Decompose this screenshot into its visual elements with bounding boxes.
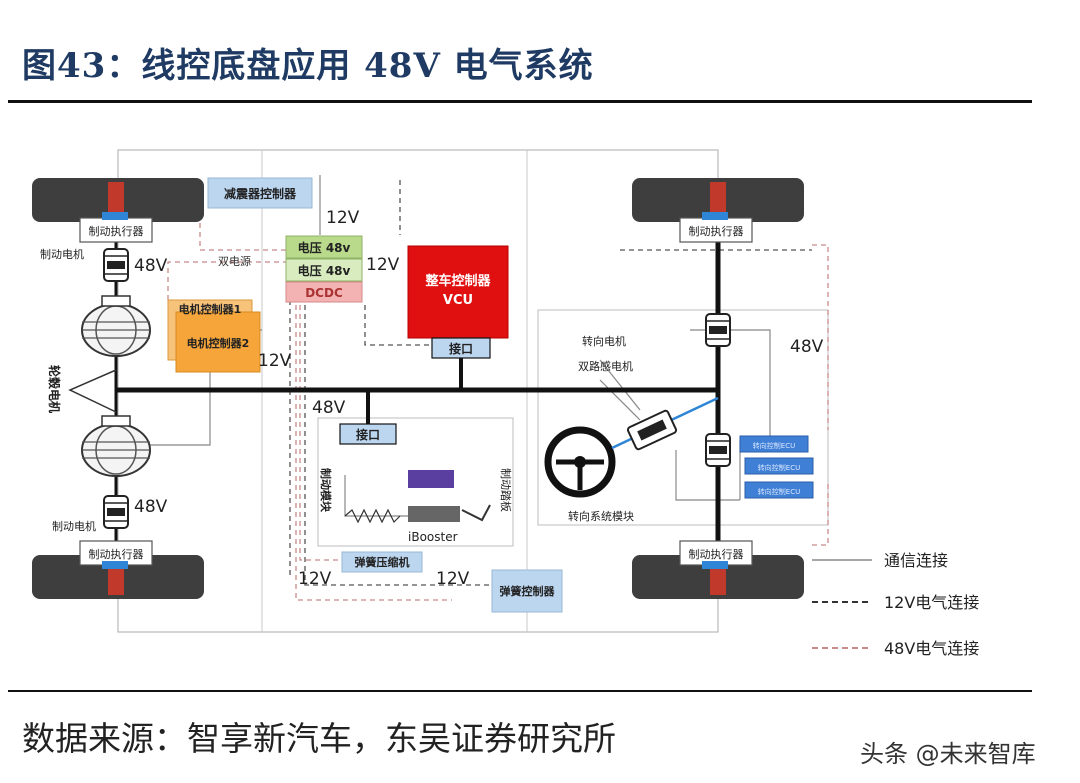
volt48-a-label: 电压 48v [298,240,351,255]
brake-motor-label-rear: 制动电机 [52,519,96,533]
voltage-label-48v-rear: 48V [134,497,168,517]
brake-actuator-label: 制动执行器 [689,224,744,238]
legend-48v-label: 48V电气连接 [884,639,979,658]
dual-power-label: 双电源 [218,254,251,268]
steering-motor-label: 转向电机 [582,334,626,348]
legend-comm-label: 通信连接 [884,551,948,570]
ecu-label: 转向控制ECU [758,487,800,496]
voltage-label-12v-bottom-left: 12V [298,569,332,589]
ibooster-label: iBooster [408,530,458,544]
damper-controller-label: 减震器控制器 [224,186,297,201]
voltage-label-48v-steering: 48V [790,337,824,357]
top-rule [8,100,1032,103]
vcu-interface: 接口 [431,337,491,359]
power-supply-stack: 电压 48v 电压 48v DCDC [285,235,363,303]
voltage-label-12v-vcu: 12V [366,255,400,275]
legend-12v-label: 12V电气连接 [884,593,979,612]
brake-actuator-fr: 制动执行器 [679,212,753,243]
dcdc-label: DCDC [305,286,343,300]
brake-actuator-label: 制动执行器 [89,547,144,561]
brake-actuator-label: 制动执行器 [689,547,744,561]
ibooster-ecu [408,470,454,488]
vcu-box: 整车控制器 VCU [407,245,509,339]
brake-motor-coupler-rear [103,495,129,529]
spring-compressor-box: 弹簧压缩机 [341,551,423,573]
brake-actuator-label: 制动执行器 [89,224,144,238]
steering-module-label: 转向系统模块 [568,509,634,523]
motor-controller-2-label: 电机控制器2 [187,336,250,350]
ecu-label: 转向控制ECU [758,463,800,472]
steering-ecu-stack: 转向控制ECU 转向控制ECU 转向控制ECU [739,435,814,499]
voltage-label-12v-motor: 12V [258,351,292,371]
brake-interface: 接口 [339,423,397,445]
hub-motor-rear [81,415,151,477]
motor-controllers: 电机控制器1 电机控制器2 [167,299,261,373]
brake-module-label: 制动模块 [319,468,333,513]
volt48-b-label: 电压 48v [298,263,351,278]
voltage-label-12v-top: 12V [326,208,360,228]
vcu-label-line2: VCU [443,293,473,308]
watermark: 头条 @未来智库 [860,740,1036,768]
legend: 通信连接 12V电气连接 48V电气连接 [812,551,979,658]
voltage-label-48v-brake: 48V [312,398,346,418]
steering-wheel-icon [544,426,616,498]
figure-title: 图43：线控底盘应用 48V 电气系统 [22,46,594,86]
interface-label: 接口 [356,427,380,442]
dual-sense-motor-label: 双路感电机 [578,359,633,373]
voltage-label-48v-front: 48V [134,256,168,276]
steering-gear-icon [626,409,678,451]
damper-controller-box: 减震器控制器 [207,177,313,209]
brake-actuator-rl: 制动执行器 [79,540,153,569]
spring-controller-label: 弹簧控制器 [500,584,556,598]
vcu-label-line1: 整车控制器 [424,273,491,289]
source-note: 数据来源：智享新汽车，东吴证券研究所 [22,719,616,758]
brake-pedal-label: 制动踏板 [499,468,513,512]
spring-compressor-label: 弹簧压缩机 [355,555,410,569]
interface-label: 接口 [449,341,473,356]
motor-controller-1-label: 电机控制器1 [179,302,242,316]
voltage-label-12v-bottom-right: 12V [436,569,470,589]
spring-controller-box: 弹簧控制器 [491,569,563,613]
steering-motor-coupler [705,313,731,347]
bottom-rule [8,690,1032,692]
hub-motor-front [81,295,151,357]
ibooster-body [408,506,460,522]
brake-actuator-rr: 制动执行器 [679,540,753,569]
drive-motor-label: 轮毂电机 [47,365,62,413]
ecu-label: 转向控制ECU [753,441,795,450]
brake-motor-label-front: 制动电机 [40,247,84,261]
rear-steering-coupler [705,433,731,467]
brake-motor-coupler-front [103,248,129,282]
brake-actuator-fl: 制动执行器 [79,212,153,243]
